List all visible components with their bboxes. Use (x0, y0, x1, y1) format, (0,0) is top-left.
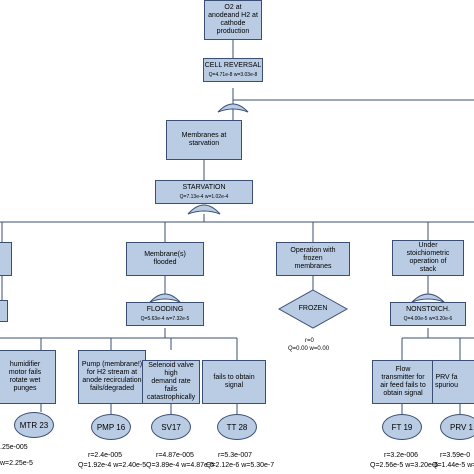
solenoid-id: SV17 (161, 422, 181, 432)
or-gate-symbol-starvation (187, 204, 221, 215)
signal-circle: TT 28 (217, 414, 257, 440)
signal-qw: Q=2.12e-6 w=5.30e-7 (206, 462, 275, 469)
flow-tx-r: r=3.2e-006 (384, 452, 419, 459)
prv-box: PRV fa spuriou (432, 360, 474, 404)
flow-tx-qw: Q=2.56e-5 w=3.20e-6 (370, 462, 439, 469)
nonstoich-q: Q=4.00e-5 w=3.20e-6 (403, 316, 453, 322)
stoich-event-box: Under stoichiometric operation of stack (392, 240, 464, 276)
frozen-q: Q=0.00 w=0.00 (288, 346, 330, 352)
starvation-q: Q=7.13e-4 w=1.02e-4 (179, 194, 229, 200)
nonstoich-name: NONSTOICH. (406, 306, 450, 313)
prv-id: PRV 1 (450, 422, 473, 432)
signal-r: r=5.3e-007 (218, 452, 253, 459)
pump-id: PMP 16 (96, 422, 126, 432)
flow-tx-label: Flow transmitter for air feed fails to o… (380, 366, 426, 397)
pump-label: Pump (membrane!) for H2 stream at anode … (81, 361, 143, 392)
cell-reversal-name: CELL REVERSAL (204, 62, 262, 69)
pump-box: Pump (membrane!) for H2 stream at anode … (78, 350, 146, 404)
stoich-event-label: Under stoichiometric operation of stack (406, 242, 450, 273)
flooded-label: Membrane(s) flooded (144, 251, 186, 266)
humidifier-q: .25e-005 (0, 444, 28, 451)
flooding-gate: FLOODING Q=5.63e-4 w=7.32e-5 (126, 302, 204, 326)
or-gate-symbol-top (217, 103, 249, 113)
prv-circle: PRV 1 (440, 414, 474, 440)
top-event-label: O2 at anodeand H2 at cathode production (208, 4, 258, 35)
starvation-gate: STARVATION Q=7.13e-4 w=1.02e-4 (155, 180, 253, 204)
pump-qw: Q=1.92e-4 w=2.40e-5 (78, 462, 147, 469)
humidifier-label: humidifier motor fails rotate wet punges (8, 361, 42, 392)
starvation-name: STARVATION (182, 184, 226, 191)
cell-reversal-q: Q=4.71e-8 w=3.03e-8 (208, 72, 258, 78)
top-event-box: O2 at anodeand H2 at cathode production (204, 0, 262, 40)
flooded-box: Membrane(s) flooded (126, 242, 204, 276)
cell-reversal-gate: CELL REVERSAL Q=4.71e-8 w=3.03e-8 (203, 58, 263, 82)
solenoid-r: r=4.87e-005 (156, 452, 194, 459)
prv-label: PRV fa spuriou (435, 374, 458, 389)
signal-id: TT 28 (226, 422, 248, 432)
flow-tx-box: Flow transmitter for air feed fails to o… (372, 360, 434, 404)
humidifier-circle: MTR 23 (14, 412, 54, 438)
prv-r: r=3.59e-0 (440, 452, 471, 459)
humidifier-id: MTR 23 (19, 420, 49, 430)
pump-r: r=2.4e-005 (88, 452, 123, 459)
solenoid-box: Selenoid valve high demand rate fails ca… (142, 360, 200, 404)
solenoid-label: Selenoid valve high demand rate fails ca… (146, 362, 196, 401)
frozen-diamond-icon (277, 289, 349, 329)
signal-label: fails to obtain signal (213, 374, 255, 389)
left-partial-box (0, 242, 12, 276)
frozen-membranes-label: Operation with frozen membranes (290, 247, 336, 270)
flooding-q: Q=5.63e-4 w=7.32e-5 (140, 316, 190, 322)
solenoid-qw: Q=3.89e-4 w=4.87e-5 (146, 462, 215, 469)
flow-tx-id: FT 19 (391, 422, 413, 432)
or-gate-symbol-flooding (149, 293, 181, 303)
nonstoich-gate: NONSTOICH. Q=4.00e-5 w=3.20e-6 (390, 302, 466, 326)
membranes-starvation-box: Membranes at starvation (166, 120, 242, 160)
frozen-membranes-box: Operation with frozen membranes (276, 242, 350, 276)
flow-tx-circle: FT 19 (382, 414, 422, 440)
prv-qw: Q=1.44e-5 w= (432, 462, 474, 469)
humidifier-w: w=2.25e-5 (0, 460, 33, 467)
flooding-name: FLOODING (146, 306, 184, 313)
or-gate-symbol-nonstoich (411, 293, 445, 303)
frozen-name: FROZEN (298, 305, 328, 312)
humidifier-box: humidifier motor fails rotate wet punges (0, 350, 56, 404)
signal-box: fails to obtain signal (202, 360, 266, 404)
solenoid-circle: SV17 (151, 414, 191, 440)
pump-circle: PMP 16 (91, 414, 131, 440)
membranes-starvation-label: Membranes at starvation (181, 132, 227, 147)
left-partial-gate (0, 300, 8, 322)
frozen-r: r=0 (305, 338, 314, 344)
